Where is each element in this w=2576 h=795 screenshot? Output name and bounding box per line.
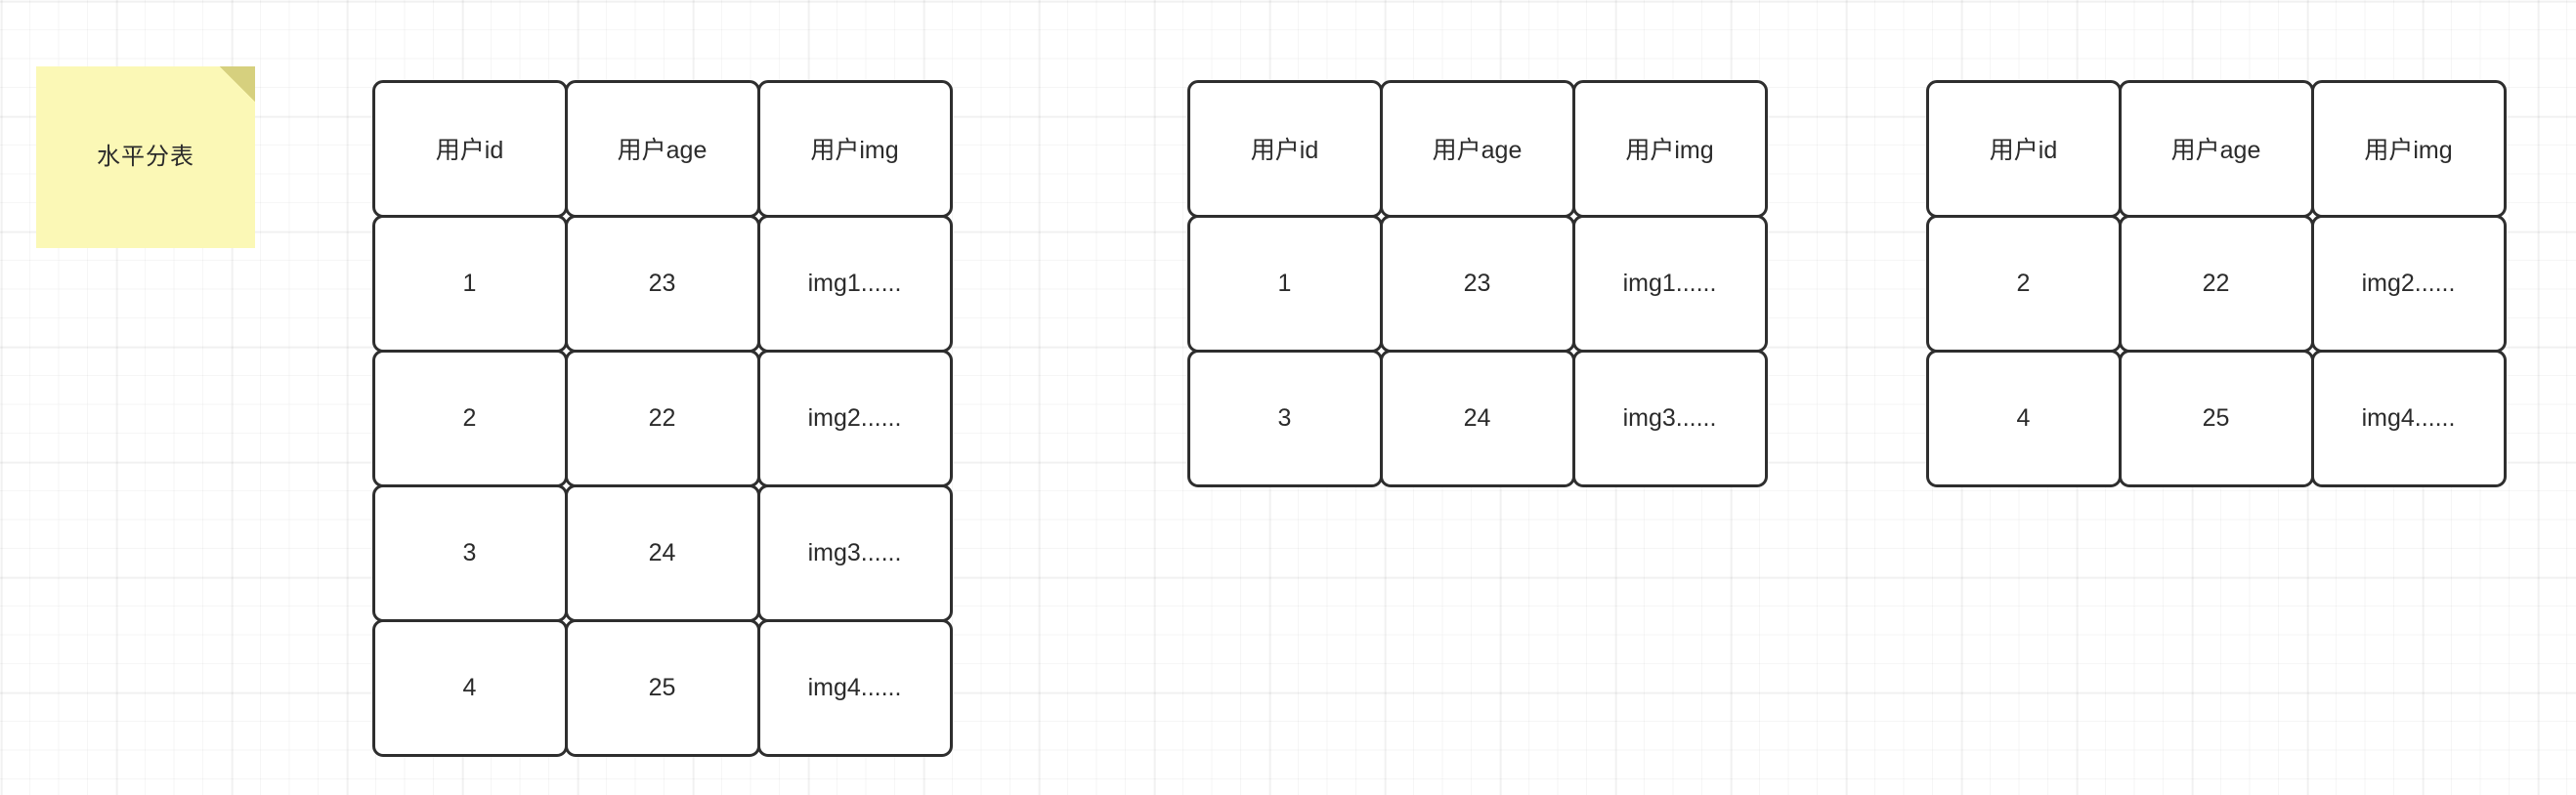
table-cell[interactable]: 23: [564, 214, 760, 353]
sticky-note-fold-corner-icon: [220, 66, 255, 102]
table-cell[interactable]: 25: [2118, 349, 2314, 487]
table-header-cell[interactable]: 用户age: [2118, 79, 2314, 218]
table-cell[interactable]: 23: [1379, 214, 1575, 353]
sticky-note[interactable]: 水平分表: [36, 66, 255, 248]
sticky-note-body: [36, 66, 255, 248]
table-cell[interactable]: img1......: [756, 214, 953, 353]
table-header-cell[interactable]: 用户id: [1186, 79, 1383, 218]
table-cell[interactable]: 4: [371, 618, 568, 757]
table-cell[interactable]: 2: [371, 349, 568, 487]
table-cell[interactable]: img4......: [2310, 349, 2507, 487]
table-cell[interactable]: img2......: [2310, 214, 2507, 353]
table-cell[interactable]: 22: [564, 349, 760, 487]
sticky-note-label: 水平分表: [97, 144, 194, 170]
table-cell[interactable]: 22: [2118, 214, 2314, 353]
table-cell[interactable]: 24: [564, 483, 760, 622]
table-cell[interactable]: img4......: [756, 618, 953, 757]
table-header-cell[interactable]: 用户id: [1925, 79, 2122, 218]
table-cell[interactable]: 25: [564, 618, 760, 757]
table-cell[interactable]: img3......: [756, 483, 953, 622]
table-cell[interactable]: img3......: [1571, 349, 1768, 487]
table-header-cell[interactable]: 用户id: [371, 79, 568, 218]
table-header-cell[interactable]: 用户age: [564, 79, 760, 218]
table-cell[interactable]: img1......: [1571, 214, 1768, 353]
table-header-cell[interactable]: 用户img: [756, 79, 953, 218]
table-header-cell[interactable]: 用户img: [1571, 79, 1768, 218]
table-cell[interactable]: 2: [1925, 214, 2122, 353]
table-cell[interactable]: 3: [1186, 349, 1383, 487]
table-header-cell[interactable]: 用户age: [1379, 79, 1575, 218]
table-cell[interactable]: 1: [371, 214, 568, 353]
table-cell[interactable]: 3: [371, 483, 568, 622]
table-header-cell[interactable]: 用户img: [2310, 79, 2507, 218]
table-cell[interactable]: 4: [1925, 349, 2122, 487]
table-cell[interactable]: 1: [1186, 214, 1383, 353]
table-cell[interactable]: img2......: [756, 349, 953, 487]
table-cell[interactable]: 24: [1379, 349, 1575, 487]
